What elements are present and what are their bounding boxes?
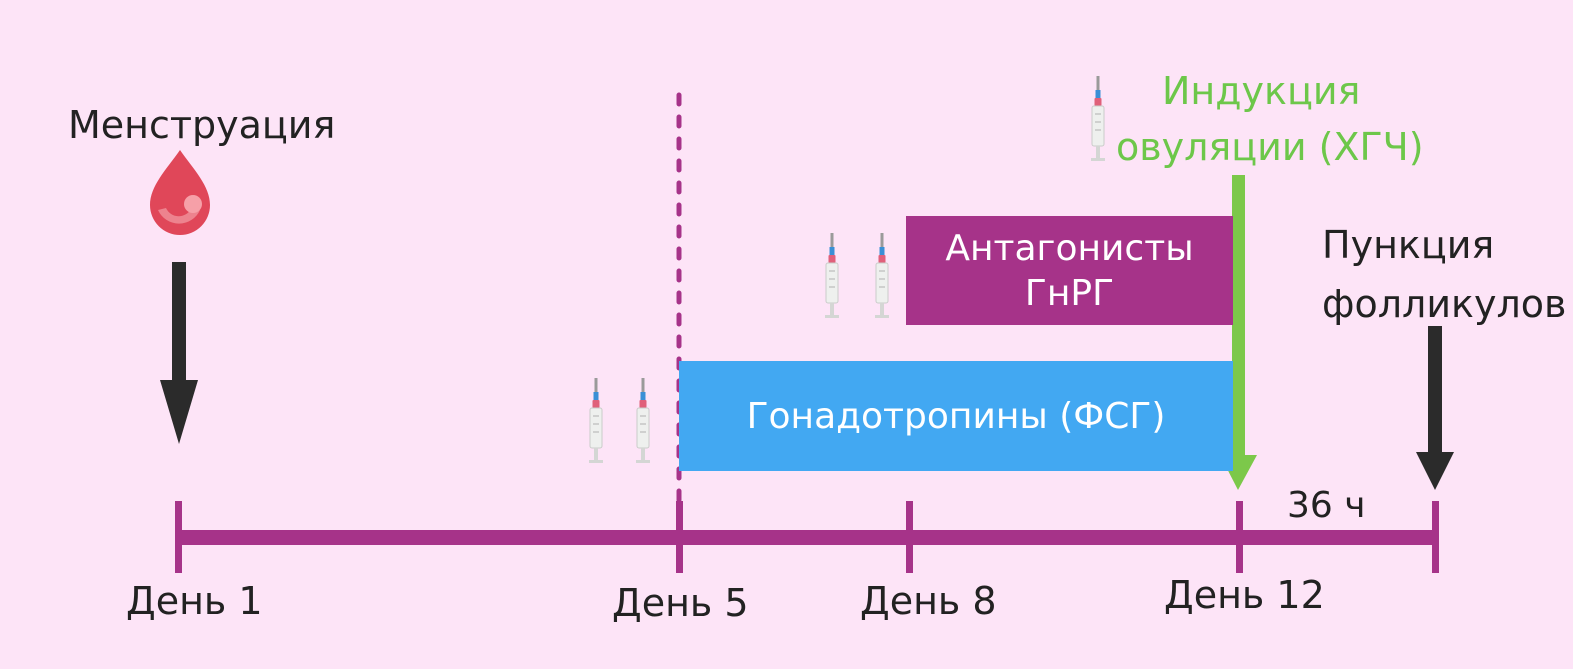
syringe-icon: [824, 232, 840, 319]
day-label-1: День 1: [126, 579, 263, 623]
timeline-axis: [178, 530, 1438, 545]
blood-drop-icon: [150, 150, 210, 235]
puncture-label-line2: фолликулов: [1322, 282, 1567, 326]
gonadotropins-bar-label: Гонадотропины (ФСГ): [746, 395, 1166, 437]
syringe-icon: [874, 232, 890, 319]
timeline-tick-day-12: [1236, 501, 1243, 573]
antagonists-bar-label-line2: ГнРГ: [1024, 272, 1115, 314]
puncture-label-line1: Пункция: [1322, 223, 1495, 267]
syringe-icon: [588, 377, 604, 464]
antagonists-bar-label-line1: Антагонисты: [945, 227, 1194, 269]
menstruation-arrow-down-icon: [160, 262, 198, 444]
timeline-tick-puncture: [1432, 501, 1439, 573]
puncture-arrow-down-icon: [1416, 326, 1454, 490]
ovulation-induction-label-line2: овуляции (ХГЧ): [1116, 125, 1424, 169]
gonadotropins-bar: Гонадотропины (ФСГ): [679, 361, 1233, 471]
day-label-12: День 12: [1164, 573, 1325, 617]
interval-label: 36 ч: [1287, 485, 1366, 526]
timeline-tick-day-8: [906, 501, 913, 573]
day-label-5: День 5: [612, 581, 749, 625]
menstruation-label: Менструация: [68, 103, 336, 147]
timeline-tick-day-5: [676, 501, 683, 573]
antagonists-bar: Антагонисты ГнРГ: [906, 216, 1233, 325]
syringe-icon: [635, 377, 651, 464]
syringe-icon: [1090, 75, 1106, 162]
day-label-8: День 8: [860, 579, 997, 623]
ovulation-induction-label-line1: Индукция: [1162, 69, 1361, 113]
timeline-tick-day-1: [175, 501, 182, 573]
